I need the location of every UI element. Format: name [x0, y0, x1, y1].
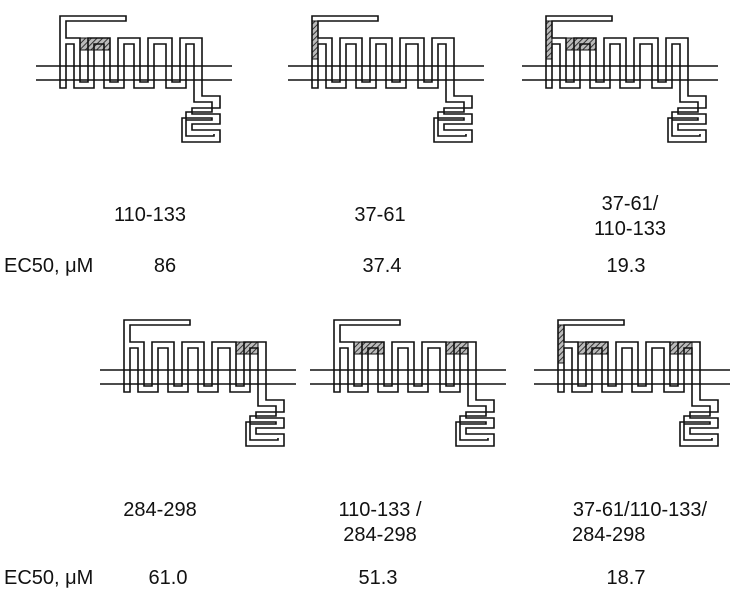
- construct-label-line: 284-298: [343, 524, 417, 546]
- topology-diagram-2: [288, 8, 488, 158]
- construct-label-line: 110-133: [114, 204, 186, 226]
- ec50-value: 18.7: [606, 567, 646, 589]
- construct-label-line: 110-133 /: [338, 499, 422, 521]
- receptor-outline: [123, 319, 285, 447]
- receptor-topology: [36, 15, 232, 143]
- ec50-label: EC50, μM: [4, 255, 94, 277]
- receptor-outline: [59, 15, 221, 143]
- ec50-value: 37.4: [362, 255, 402, 277]
- construct-label: 37-61/ 110-133: [560, 192, 700, 242]
- ec50-value: 51.3: [358, 567, 398, 589]
- ec50-label: EC50, μM: [4, 567, 94, 589]
- receptor-outline: [333, 319, 495, 447]
- receptor-topology: [534, 319, 730, 447]
- hatched-region-nterm: [545, 20, 553, 60]
- construct-label-line: 284-298: [572, 524, 646, 546]
- topology-diagram-6: [534, 312, 734, 462]
- receptor-outline: [311, 15, 473, 143]
- topology-diagram-5: [310, 312, 510, 462]
- construct-label: 110-133: [90, 203, 210, 228]
- construct-label: 110-133 / 284-298: [310, 498, 450, 548]
- ec50-value: 19.3: [606, 255, 646, 277]
- receptor-outline: [545, 15, 707, 143]
- construct-label: 284-298: [90, 498, 230, 523]
- construct-label: 37-61: [320, 203, 440, 228]
- topology-diagram-3: [522, 8, 722, 158]
- construct-label-line: 37-61/: [601, 193, 659, 215]
- receptor-topology: [288, 15, 484, 143]
- construct-label-line: 37-61/110-133/: [572, 499, 708, 521]
- topology-diagram-4: [100, 312, 300, 462]
- receptor-topology: [310, 319, 506, 447]
- hatched-region-nterm: [311, 20, 319, 60]
- construct-label-line: 110-133: [594, 218, 666, 240]
- receptor-topology: [100, 319, 296, 447]
- construct-label-line: 37-61: [354, 204, 406, 226]
- construct-label: 37-61/110-133/ 284-298: [550, 498, 730, 548]
- construct-label-line: 284-298: [123, 499, 197, 521]
- topology-diagram-1: [36, 8, 236, 158]
- receptor-topology: [522, 15, 718, 143]
- ec50-value: 61.0: [148, 567, 188, 589]
- ec50-value: 86: [153, 255, 177, 277]
- hatched-region-nterm: [557, 324, 565, 364]
- receptor-outline: [557, 319, 719, 447]
